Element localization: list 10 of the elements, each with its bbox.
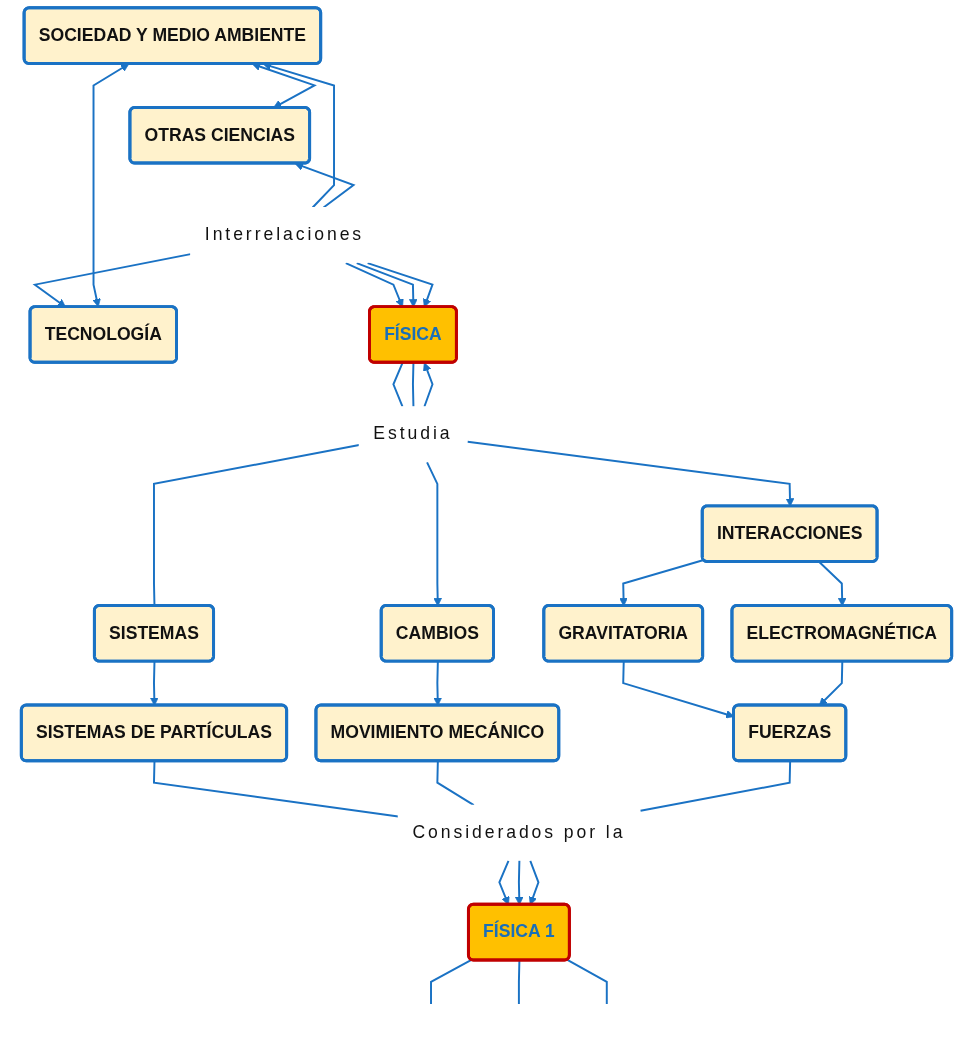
- node-text: Considerados por la: [412, 822, 626, 842]
- connector: [430, 958, 473, 1005]
- node-text: Interrelaciones: [204, 224, 365, 245]
- connector: [566, 958, 608, 1005]
- connector: [436, 760, 475, 807]
- arrow: [294, 162, 356, 209]
- node-text: Estudia: [373, 423, 453, 444]
- arrow: [423, 362, 434, 408]
- connector: [517, 959, 521, 1005]
- connector: [639, 760, 792, 812]
